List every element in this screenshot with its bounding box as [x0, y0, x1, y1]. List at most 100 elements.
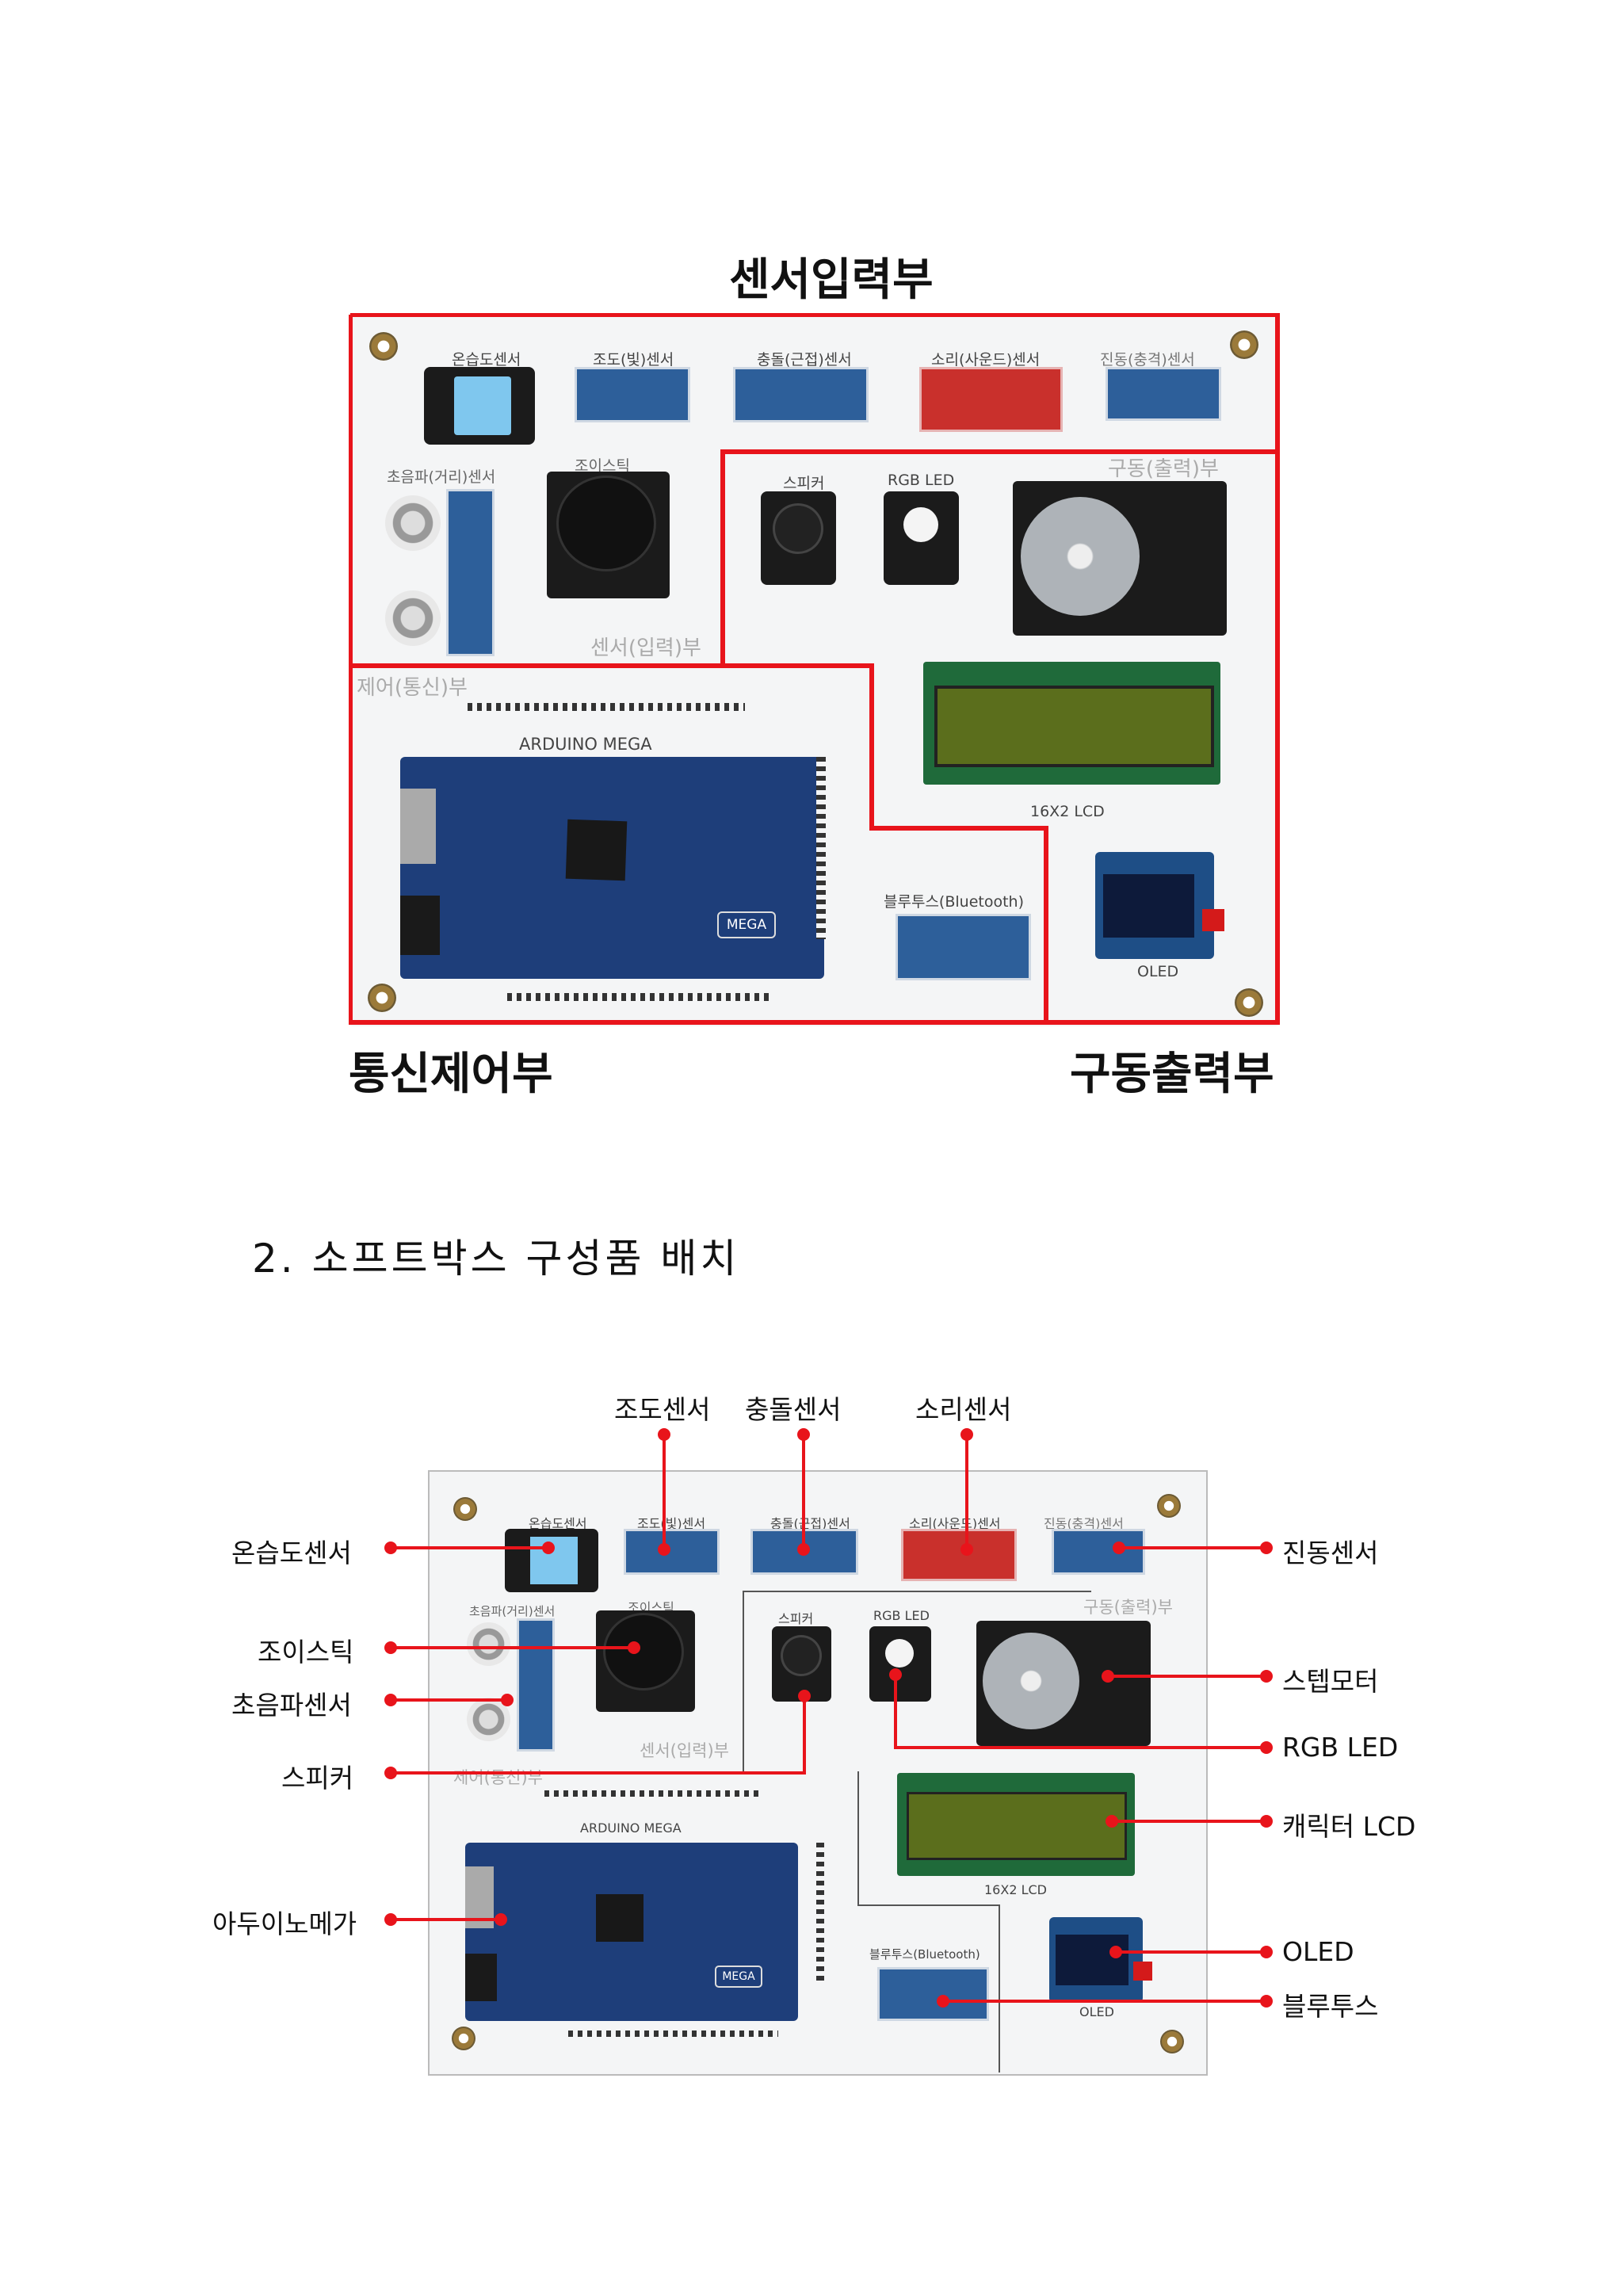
- mount-hole: [1157, 1494, 1181, 1518]
- label-temp-humidity: 온습도센서: [529, 1516, 587, 1531]
- joystick-module: [596, 1610, 695, 1712]
- label-collision: 충돌(근접)센서: [757, 351, 852, 369]
- sensor-input-title: 센서입력부: [729, 254, 934, 306]
- pin-header: [816, 1843, 824, 1985]
- oled-module: [1095, 852, 1224, 959]
- region-divider: [743, 1591, 744, 1773]
- label-speaker: 스피커: [778, 1611, 814, 1626]
- rgb-led-module: [869, 1626, 931, 1702]
- region-divider: [743, 1591, 1091, 1592]
- arduino-mega-board: MEGA: [465, 1843, 798, 2021]
- label-bluetooth: 블루투스(Bluetooth): [884, 893, 1024, 911]
- mount-hole: [452, 2027, 475, 2050]
- callout-ultrasonic: 초음파센서: [231, 1690, 352, 1721]
- pin-header: [544, 1790, 758, 1797]
- callout-char-lcd: 캐릭터 LCD: [1282, 1811, 1416, 1842]
- light-sensor-module: [624, 1529, 720, 1575]
- board-photo-2: 온습도센서 조도(빛)센서 충돌(근접)센서 소리(사운드)센서 진동(충격)센…: [428, 1470, 1208, 2076]
- label-rgb-led: RGB LED: [873, 1608, 930, 1623]
- mega-badge: MEGA: [715, 1966, 762, 1988]
- label-control-area: 제어(통신)부: [357, 676, 468, 700]
- label-collision: 충돌(근접)센서: [770, 1516, 850, 1531]
- mount-hole: [369, 332, 398, 361]
- callout-vibration: 진동센서: [1282, 1538, 1379, 1568]
- label-light: 조도(빛)센서: [637, 1516, 706, 1531]
- collision-sensor-module: [733, 367, 869, 422]
- vibration-sensor-module: [1106, 367, 1221, 421]
- label-lcd: 16X2 LCD: [1030, 803, 1105, 820]
- ultrasonic-sensor: [465, 1618, 560, 1752]
- region-outline: [349, 313, 1280, 1025]
- pin-header: [468, 703, 745, 711]
- sound-sensor-module: [919, 367, 1063, 432]
- speaker-module: [772, 1626, 831, 1702]
- label-lcd: 16X2 LCD: [984, 1882, 1047, 1897]
- arduino-mega-board: MEGA: [400, 757, 824, 979]
- region-divider: [999, 1904, 1000, 2073]
- section-heading: 2. 소프트박스 구성품 배치: [252, 1236, 740, 1282]
- sound-sensor-module: [901, 1529, 1017, 1581]
- callout-bluetooth: 블루투스: [1282, 1991, 1379, 2022]
- mega-badge: MEGA: [717, 911, 776, 938]
- callout-arduino: 아두이노메가: [212, 1908, 357, 1939]
- mount-hole: [1235, 988, 1263, 1017]
- label-actuator-area: 구동(출력)부: [1108, 457, 1219, 481]
- label-bluetooth: 블루투스(Bluetooth): [869, 1947, 980, 1962]
- light-sensor-module: [575, 367, 690, 422]
- mount-hole: [1160, 2030, 1184, 2053]
- label-sensor-area: 센서(입력)부: [590, 636, 701, 660]
- callout-temp-humidity: 온습도센서: [231, 1538, 352, 1568]
- temp-humidity-module: [424, 367, 535, 445]
- speaker-module: [761, 491, 836, 585]
- label-oled: OLED: [1079, 2004, 1114, 2019]
- callout-rgb-led: RGB LED: [1282, 1732, 1399, 1763]
- label-sensor-area: 센서(입력)부: [640, 1741, 729, 1760]
- label-light: 조도(빛)센서: [593, 351, 674, 369]
- label-sound: 소리(사운드)센서: [931, 351, 1041, 369]
- label-vibration: 진동(충격)센서: [1100, 351, 1195, 369]
- mount-hole: [368, 984, 396, 1012]
- lcd-module: [923, 662, 1220, 785]
- mount-hole: [453, 1497, 477, 1521]
- drive-output-title: 구동출력부: [1070, 1049, 1274, 1100]
- board-photo-1: 온습도센서 조도(빛)센서 충돌(근접)센서 소리(사운드)센서 진동(충격)센…: [349, 313, 1280, 1026]
- joystick-module: [547, 472, 670, 598]
- bluetooth-module: [877, 1967, 989, 2021]
- label-oled: OLED: [1137, 963, 1179, 980]
- label-arduino: ARDUINO MEGA: [519, 735, 652, 754]
- mount-hole: [1230, 330, 1258, 359]
- ultrasonic-sensor: [379, 489, 502, 656]
- callout-sound: 소리센서: [915, 1394, 1012, 1425]
- label-joystick: 조이스틱: [575, 457, 630, 475]
- callout-stepper: 스텝모터: [1282, 1666, 1379, 1697]
- region-divider: [857, 1904, 1000, 1906]
- callout-collision: 충돌센서: [745, 1394, 842, 1425]
- label-ultrasonic: 초음파(거리)센서: [469, 1604, 556, 1618]
- rgb-led-module: [884, 491, 959, 585]
- lcd-module: [897, 1773, 1135, 1876]
- label-arduino: ARDUINO MEGA: [580, 1820, 682, 1836]
- callout-oled: OLED: [1282, 1936, 1354, 1967]
- label-vibration: 진동(충격)센서: [1044, 1516, 1124, 1531]
- bluetooth-module: [896, 914, 1031, 980]
- label-ultrasonic: 초음파(거리)센서: [387, 468, 496, 486]
- pin-header: [816, 757, 826, 939]
- temp-humidity-module: [505, 1529, 598, 1592]
- oled-module: [1049, 1917, 1152, 2003]
- vibration-sensor-module: [1052, 1529, 1145, 1575]
- stepper-motor-module: [1013, 481, 1227, 636]
- pin-header: [568, 2030, 778, 2037]
- callout-speaker: 스피커: [281, 1763, 354, 1794]
- label-temp-humidity: 온습도센서: [452, 351, 521, 369]
- region-divider: [857, 1771, 859, 1906]
- callout-light: 조도센서: [614, 1394, 711, 1425]
- label-speaker: 스피커: [783, 475, 825, 492]
- stepper-motor-module: [976, 1621, 1151, 1746]
- label-sound: 소리(사운드)센서: [909, 1516, 1001, 1531]
- label-actuator-area: 구동(출력)부: [1083, 1598, 1173, 1617]
- comm-control-title: 통신제어부: [349, 1049, 553, 1100]
- pin-header: [507, 993, 769, 1001]
- label-rgb-led: RGB LED: [888, 472, 955, 489]
- callout-joystick: 조이스틱: [258, 1637, 354, 1668]
